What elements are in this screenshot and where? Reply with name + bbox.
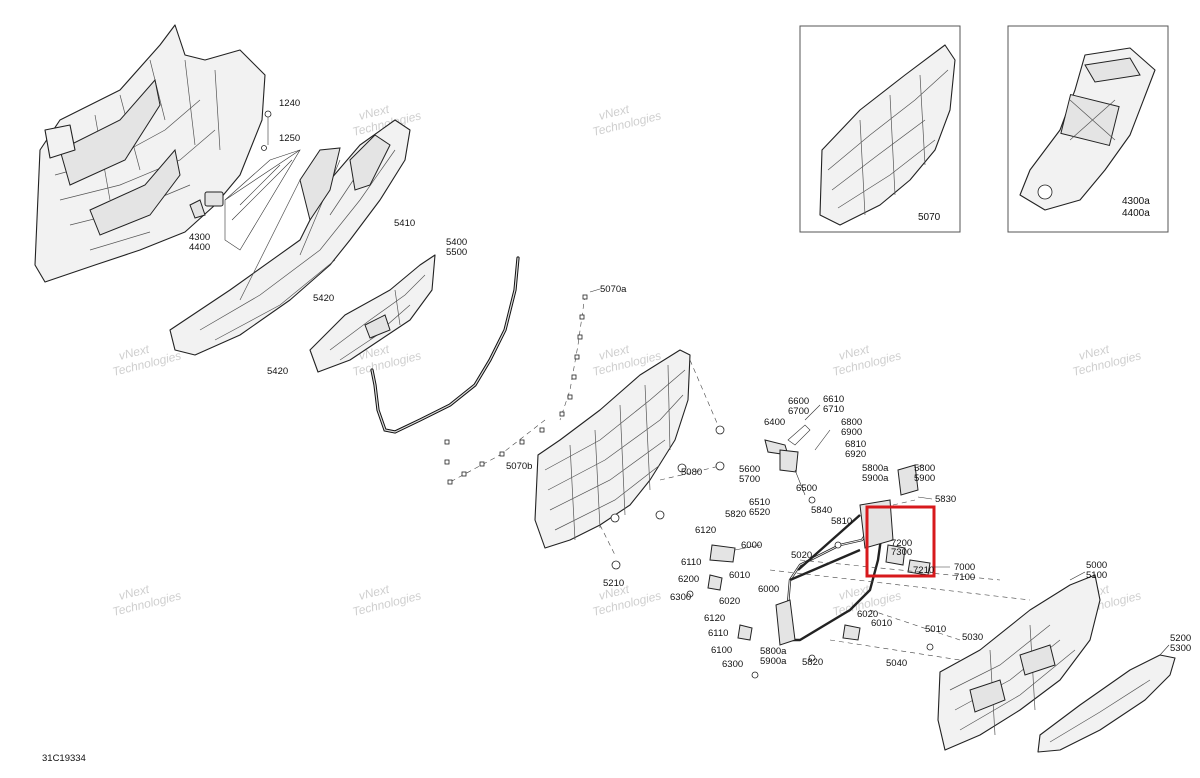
- callout-5420-upper: 5420: [313, 293, 334, 304]
- door-outer-panel: [937, 574, 1101, 751]
- callout-6510: 6510: [749, 497, 770, 508]
- callout-6810: 6810: [845, 439, 866, 450]
- assembly-lines: [769, 559, 1031, 661]
- callout-4400: 4400: [189, 242, 210, 253]
- callout-5500: 5500: [446, 247, 467, 258]
- callout-5700: 5700: [739, 474, 760, 485]
- callout-5210: 5210: [603, 578, 624, 589]
- callout-6120-upper: 6120: [695, 525, 716, 536]
- callout-5070b: 5070b: [506, 461, 532, 472]
- callout-6710: 6710: [823, 404, 844, 415]
- inset-door-strap: 4300a 4400a: [1007, 25, 1169, 233]
- inset-strap-label-1: 4300a: [1122, 196, 1150, 207]
- callout-6020-lower: 6020: [857, 609, 878, 620]
- callout-6110-lower: 6110: [708, 628, 728, 639]
- callout-7000: 7000: [954, 562, 975, 573]
- callout-6020-upper: 6020: [719, 596, 740, 607]
- inset-door-panel: 5070: [799, 25, 961, 233]
- callout-5900a-lower: 5900a: [760, 656, 787, 667]
- callout-5900: 5900: [914, 473, 935, 484]
- callout-5810: 5810: [831, 516, 852, 527]
- callout-4300: 4300: [189, 232, 210, 243]
- callout-6920: 6920: [845, 449, 866, 460]
- callout-6500: 6500: [796, 483, 817, 494]
- callout-1250: 1250: [279, 133, 300, 144]
- callout-5900a-upper: 5900a: [862, 473, 889, 484]
- callout-6520: 6520: [749, 507, 770, 518]
- callout-5600: 5600: [739, 464, 760, 475]
- door-lower-skin: [1037, 654, 1176, 753]
- callout-1240: 1240: [279, 98, 300, 109]
- callout-5800a-upper: 5800a: [862, 463, 889, 474]
- door-latch-components: [686, 404, 934, 679]
- callout-5080: 5080: [681, 467, 702, 478]
- callout-6000-upper: 6000: [741, 540, 762, 551]
- callout-5010: 5010: [925, 624, 946, 635]
- drawing-code: 31C19334: [42, 753, 86, 764]
- callout-5020: 5020: [791, 550, 812, 561]
- callout-5000: 5000: [1086, 560, 1107, 571]
- callout-6610: 6610: [823, 394, 844, 405]
- callout-5400: 5400: [446, 237, 467, 248]
- highlight-box: [865, 505, 936, 578]
- callout-6400: 6400: [764, 417, 785, 428]
- inset-strap-label-2: 4400a: [1122, 208, 1150, 219]
- callout-5420-lower: 5420: [267, 366, 288, 377]
- trim-panel-5400: [309, 254, 436, 373]
- door-net-assembly: [189, 149, 301, 251]
- callout-7100: 7100: [954, 572, 975, 583]
- callout-5200: 5200: [1170, 633, 1191, 644]
- callout-7300: 7300: [891, 547, 912, 558]
- callout-6110-upper: 6110: [681, 557, 701, 568]
- callout-5820-upper: 5820: [725, 509, 746, 520]
- callout-6000-lower: 6000: [758, 584, 779, 595]
- callout-6100: 6100: [711, 645, 732, 656]
- callout-5840: 5840: [811, 505, 832, 516]
- door-seal-5070b: [370, 256, 520, 434]
- callout-6010-lower: 6010: [871, 618, 892, 629]
- callout-5300: 5300: [1170, 643, 1191, 654]
- callout-6010-upper: 6010: [729, 570, 750, 581]
- door-inner-panel: [534, 349, 725, 570]
- callout-5830: 5830: [935, 494, 956, 505]
- inset-door-panel-label: 5070: [918, 212, 941, 223]
- callout-5030: 5030: [962, 632, 983, 643]
- fastener-1240: [261, 110, 272, 151]
- callout-6120-lower: 6120: [704, 613, 725, 624]
- vehicle-body-frame: [34, 24, 266, 283]
- callout-6800: 6800: [841, 417, 862, 428]
- callout-5800: 5800: [914, 463, 935, 474]
- callout-labels: 1240 1250 4300 4400 5410 5400 5500 5420 …: [189, 98, 1191, 670]
- callout-5100: 5100: [1086, 570, 1107, 581]
- callout-6200: 6200: [678, 574, 699, 585]
- label-leader-lines: [589, 288, 1170, 656]
- callout-5820-lower: 5820: [802, 657, 823, 668]
- callout-6900: 6900: [841, 427, 862, 438]
- callout-6600: 6600: [788, 396, 809, 407]
- callout-7210: 7210: [913, 565, 934, 576]
- callout-5070a: 5070a: [600, 284, 627, 295]
- clip-chain-5070a: [444, 294, 588, 485]
- side-sill-panel: [169, 119, 411, 356]
- callout-5040: 5040: [886, 658, 907, 669]
- callout-5800a-lower: 5800a: [760, 646, 787, 657]
- callout-6300-lower: 6300: [722, 659, 743, 670]
- callout-5410: 5410: [394, 218, 415, 229]
- callout-6700: 6700: [788, 406, 809, 417]
- callout-6300-upper: 6300: [670, 592, 691, 603]
- callout-7200: 7200: [891, 538, 912, 549]
